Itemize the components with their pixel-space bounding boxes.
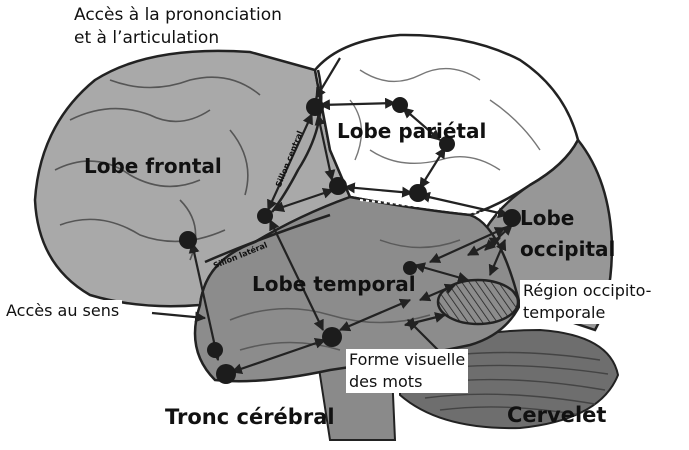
- label-region-occipito-temporale: Région occipito- temporale: [520, 280, 654, 324]
- label-lobe-frontal: Lobe frontal: [84, 154, 222, 178]
- label-pronunciation: Accès à la prononciation et à l’articula…: [74, 4, 282, 50]
- label-pronunciation-line1: Accès à la prononciation: [74, 4, 282, 27]
- label-lobe-occipital: Lobe occipital: [520, 203, 615, 265]
- label-lobe-temporal: Lobe temporal: [252, 272, 416, 296]
- label-pronunciation-line2: et à l’articulation: [74, 27, 282, 50]
- label-tronc-cerebral: Tronc cérébral: [165, 405, 335, 429]
- label-forme-visuelle: Forme visuelle des mots: [346, 349, 468, 393]
- label-region-line1: Région occipito-: [523, 280, 651, 302]
- label-region-line2: temporale: [523, 302, 651, 324]
- label-occipital-line2: occipital: [520, 234, 615, 265]
- label-cervelet: Cervelet: [507, 403, 606, 427]
- label-lobe-parietal: Lobe pariétal: [337, 119, 486, 143]
- label-forme-line1: Forme visuelle: [349, 349, 465, 371]
- label-forme-line2: des mots: [349, 371, 465, 393]
- label-occipital-line1: Lobe: [520, 203, 615, 234]
- label-acces-sens: Accès au sens: [3, 300, 122, 321]
